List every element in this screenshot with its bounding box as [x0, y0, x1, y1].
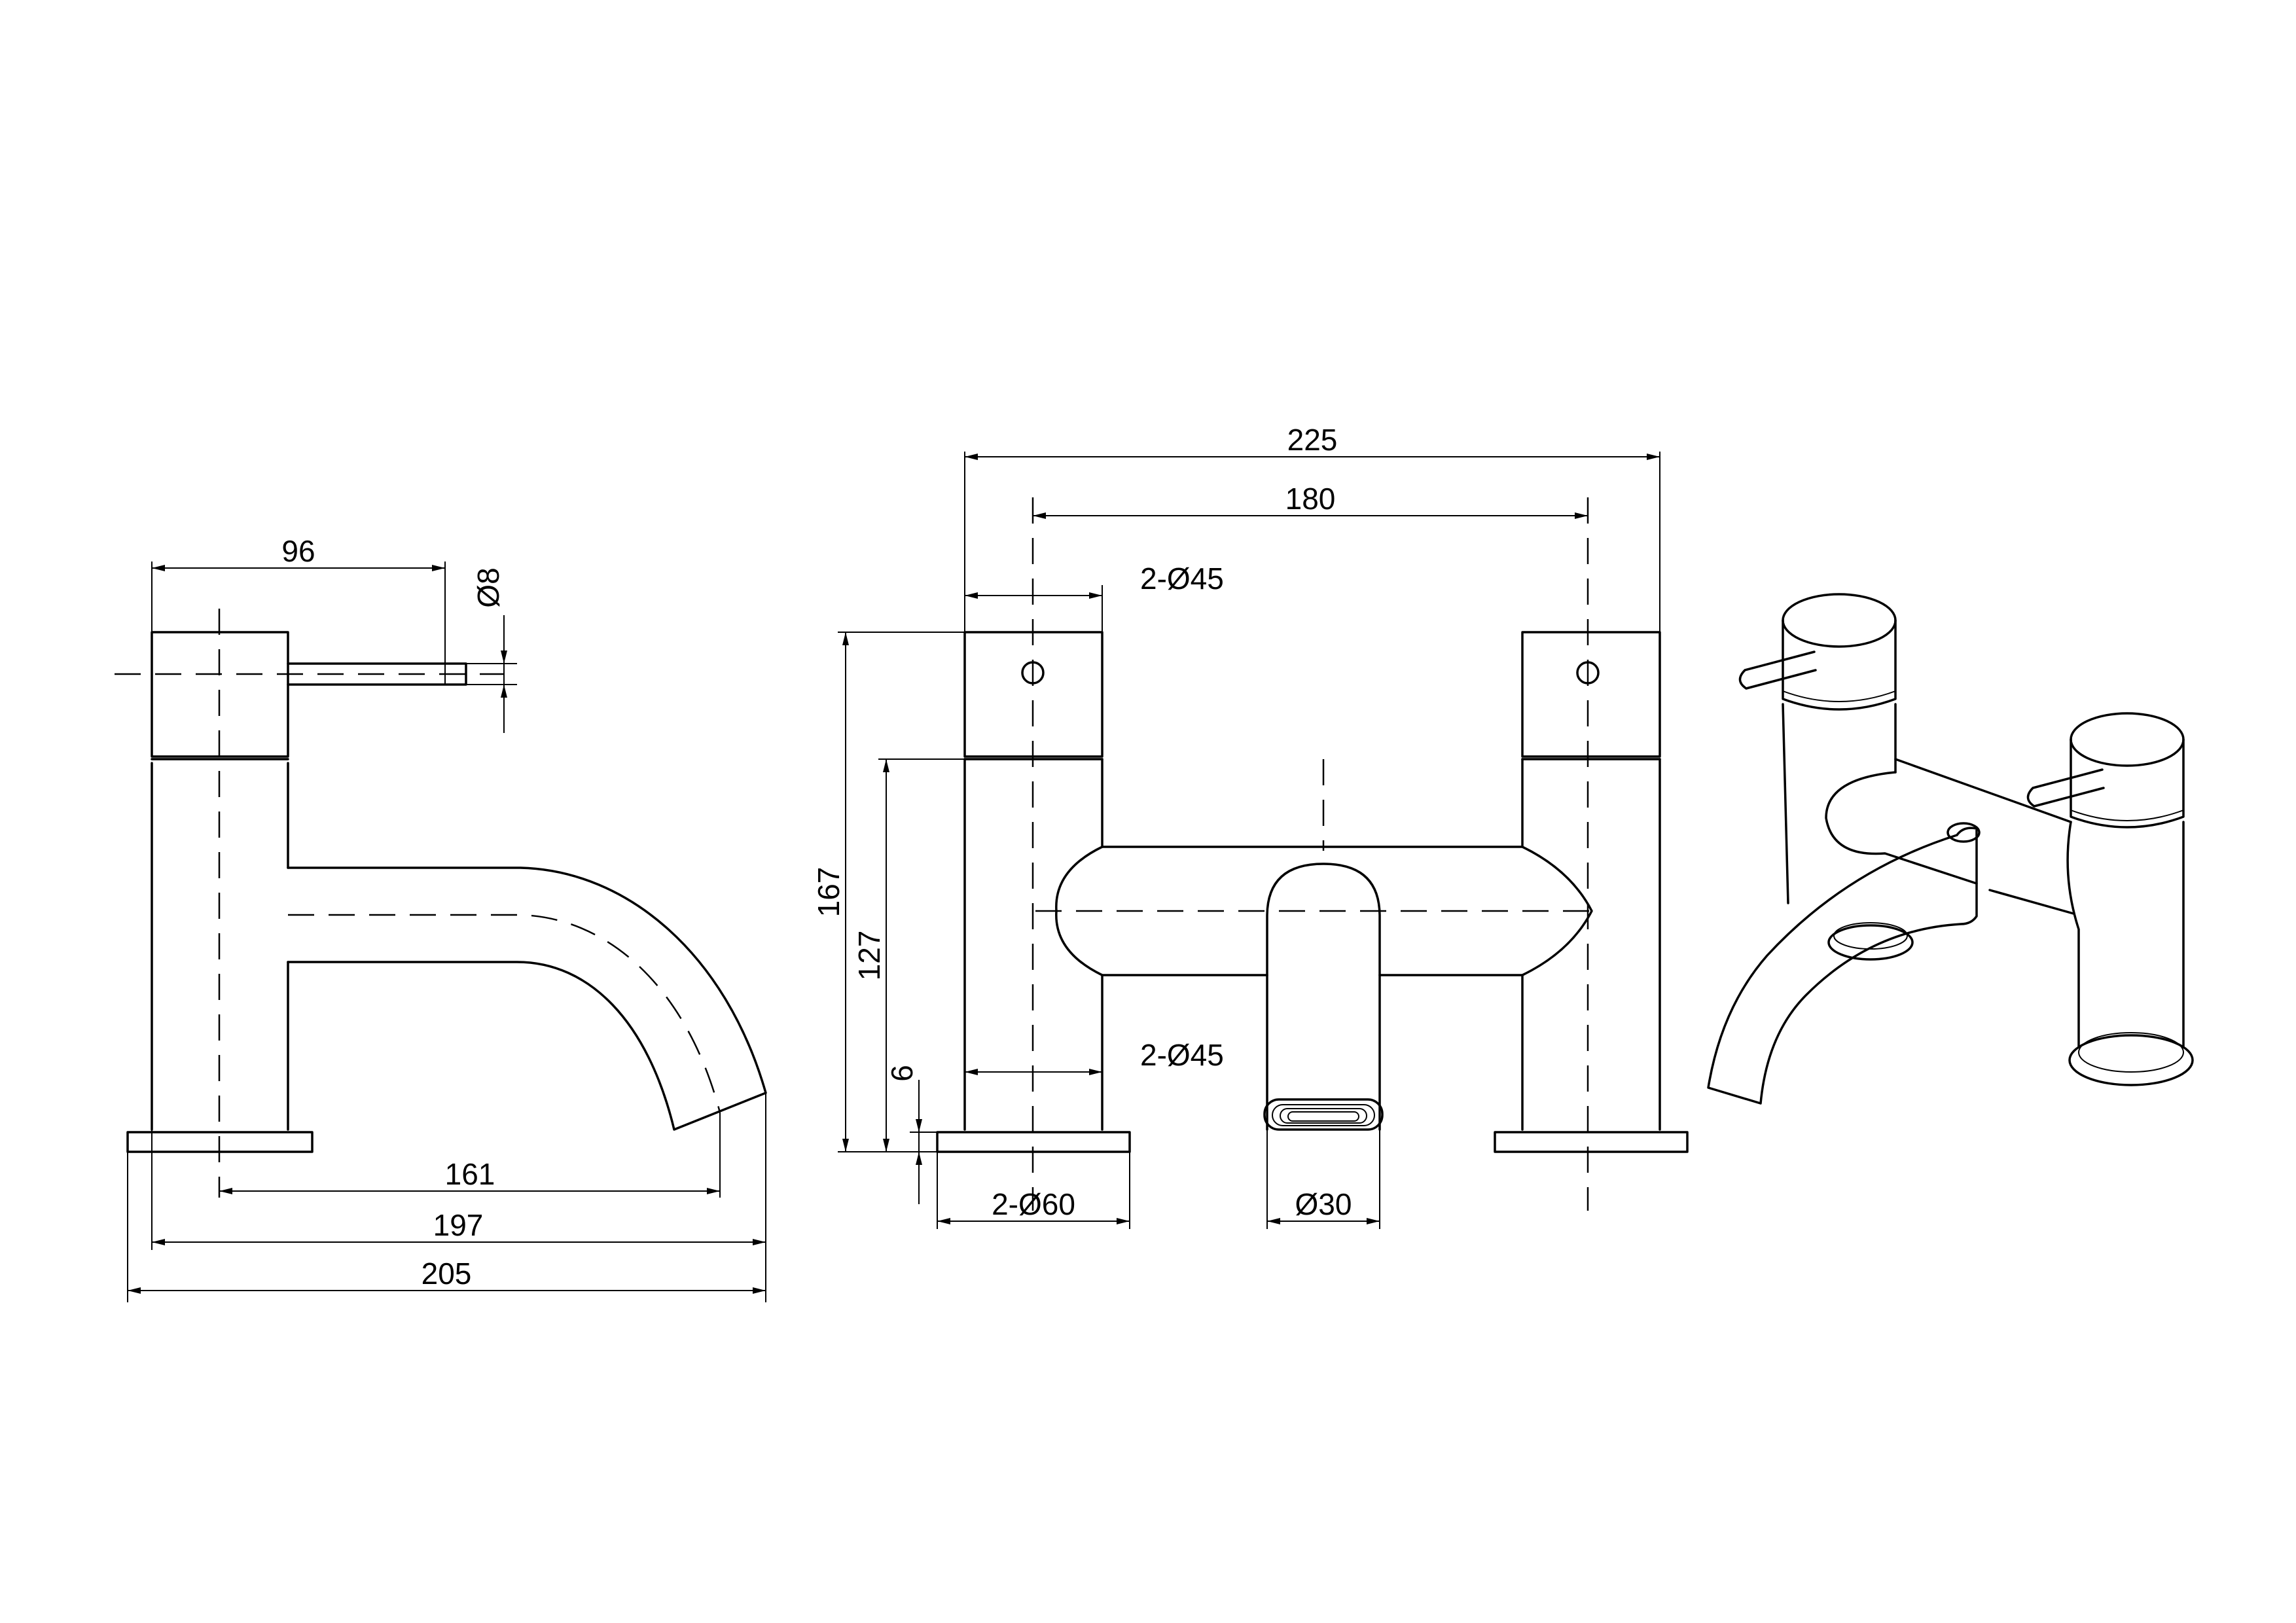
- front-right-base: [1494, 1131, 1689, 1153]
- iso-left-valve: [1738, 593, 1914, 961]
- dim-label-167: 167: [812, 867, 846, 918]
- dim-label-205: 205: [422, 1257, 472, 1291]
- dim-label-handle-diameter: 2-Ø45: [1140, 562, 1224, 596]
- front-view: 225 180 2-Ø45 2-Ø45 167 127 6 2-Ø60: [812, 423, 1689, 1229]
- dim-label-base-diameter: 2-Ø60: [992, 1187, 1075, 1221]
- front-left-handle: [963, 631, 1103, 758]
- side-view: 96 Ø8 161 197 205: [115, 534, 767, 1302]
- iso-spout: [1707, 827, 1978, 1105]
- dim-label-161: 161: [445, 1157, 495, 1191]
- dim-label-197: 197: [433, 1208, 484, 1242]
- dim-label-180: 180: [1285, 482, 1336, 516]
- front-left-body: [963, 758, 1103, 1131]
- front-aerator: [1263, 1098, 1384, 1131]
- iso-bridge: [1825, 758, 2075, 915]
- side-lever: [287, 662, 467, 686]
- dim-label-96: 96: [281, 534, 315, 568]
- dim-label-body-diameter: 2-Ø45: [1140, 1038, 1224, 1072]
- dim-label-spout-diameter: Ø30: [1295, 1187, 1352, 1221]
- side-spout: [287, 866, 767, 1131]
- dim-label-6: 6: [885, 1065, 919, 1082]
- front-right-body: [1521, 758, 1661, 1131]
- front-right-handle: [1521, 631, 1661, 758]
- dim-label-225: 225: [1287, 423, 1338, 457]
- dim-label-127: 127: [852, 931, 886, 981]
- dim-label-lever-diameter: Ø8: [471, 567, 505, 607]
- isometric-view: [1707, 593, 2194, 1105]
- side-body: [151, 762, 289, 1131]
- iso-right-valve: [2026, 712, 2194, 1086]
- front-spout: [1266, 863, 1381, 1131]
